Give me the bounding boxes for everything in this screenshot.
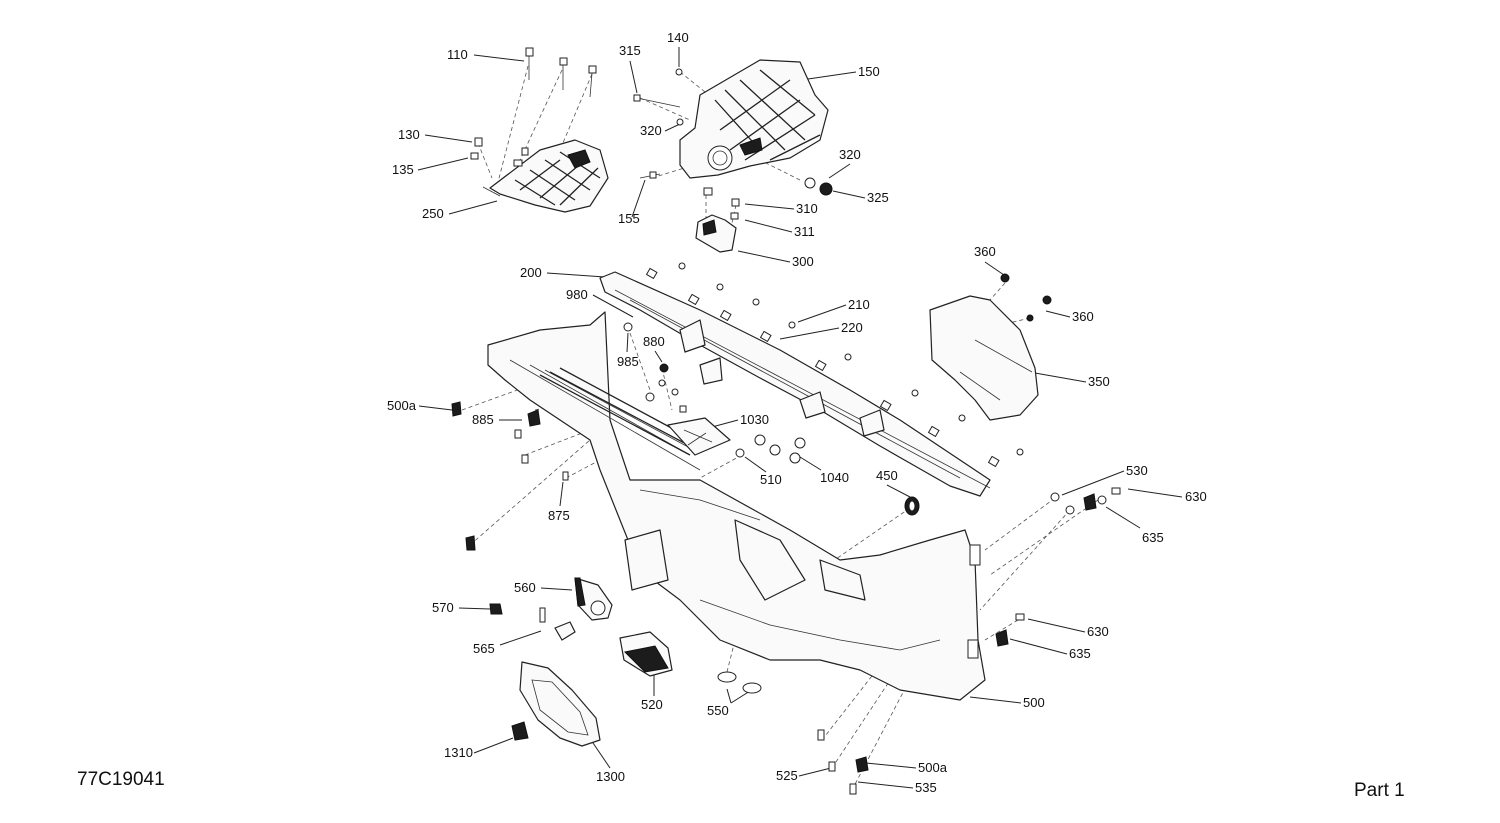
callout-880: 880 — [643, 334, 665, 349]
dash-body-500 — [487, 311, 986, 701]
callout-200: 200 — [520, 265, 542, 280]
callout-110: 110 — [447, 47, 468, 62]
callout-875: 875 — [548, 508, 570, 523]
callout-320-upper: 320 — [640, 123, 662, 138]
callout-311: 311 — [794, 224, 815, 239]
grommet-450 — [904, 496, 920, 516]
callout-985: 985 — [617, 354, 639, 369]
fasteners-bottom — [817, 729, 869, 795]
callout-135: 135 — [392, 162, 414, 177]
callout-1310: 1310 — [444, 745, 473, 760]
fasteners-left — [451, 322, 687, 551]
fasteners-right — [995, 487, 1121, 647]
callout-530: 530 — [1126, 463, 1148, 478]
callout-360-right: 360 — [1072, 309, 1094, 324]
nuts-210-220 — [645, 262, 1024, 468]
callout-315: 315 — [619, 43, 641, 58]
callout-630-upper: 630 — [1185, 489, 1207, 504]
callout-210: 210 — [848, 297, 870, 312]
callout-250: 250 — [422, 206, 444, 221]
callout-1040: 1040 — [820, 470, 849, 485]
callout-560: 560 — [514, 580, 536, 595]
callout-450: 450 — [876, 468, 898, 483]
callout-500a-bottom: 500a — [918, 760, 948, 775]
plugs-550 — [717, 671, 762, 694]
callout-635-lower: 635 — [1069, 646, 1091, 661]
bolts-110 — [470, 47, 597, 167]
callout-565: 565 — [473, 641, 495, 656]
callout-525: 525 — [776, 768, 798, 783]
callout-300: 300 — [792, 254, 814, 269]
callout-150: 150 — [858, 64, 880, 79]
callout-350: 350 — [1088, 374, 1110, 389]
callout-630-lower: 630 — [1087, 624, 1109, 639]
callout-520: 520 — [641, 697, 663, 712]
callout-140: 140 — [667, 30, 689, 45]
cover-350 — [929, 273, 1052, 421]
callout-510: 510 — [760, 472, 782, 487]
callout-360-top: 360 — [974, 244, 996, 259]
callout-220: 220 — [841, 320, 863, 335]
callout-1030: 1030 — [740, 412, 769, 427]
callout-980: 980 — [566, 287, 588, 302]
bracket-300 — [695, 187, 740, 253]
callout-155: 155 — [618, 211, 640, 226]
diagram-id: 77C19041 — [77, 769, 165, 790]
leader-lines — [417, 47, 1183, 789]
bracket-250 — [482, 139, 609, 213]
callout-labels: 110 130 135 250 315 140 150 320 155 320 … — [77, 30, 1405, 801]
callout-310: 310 — [796, 201, 818, 216]
callout-320-right: 320 — [839, 147, 861, 162]
frame-1300 — [511, 661, 601, 747]
clips-1040 — [735, 434, 806, 464]
housing-150 — [633, 59, 833, 196]
callout-500a-top: 500a — [387, 398, 417, 413]
vent-520 — [619, 631, 673, 677]
plate-1030 — [667, 417, 731, 456]
page-label: Part 1 — [1354, 780, 1405, 801]
callout-535: 535 — [915, 780, 937, 795]
rail-200 — [599, 271, 991, 497]
callout-570: 570 — [432, 600, 454, 615]
callout-885: 885 — [472, 412, 494, 427]
callout-1300: 1300 — [596, 769, 625, 784]
callout-500: 500 — [1023, 695, 1045, 710]
vent-560 — [489, 577, 613, 641]
callout-325: 325 — [867, 190, 889, 205]
callout-550: 550 — [707, 703, 729, 718]
callout-130: 130 — [398, 127, 420, 142]
callout-635-upper: 635 — [1142, 530, 1164, 545]
